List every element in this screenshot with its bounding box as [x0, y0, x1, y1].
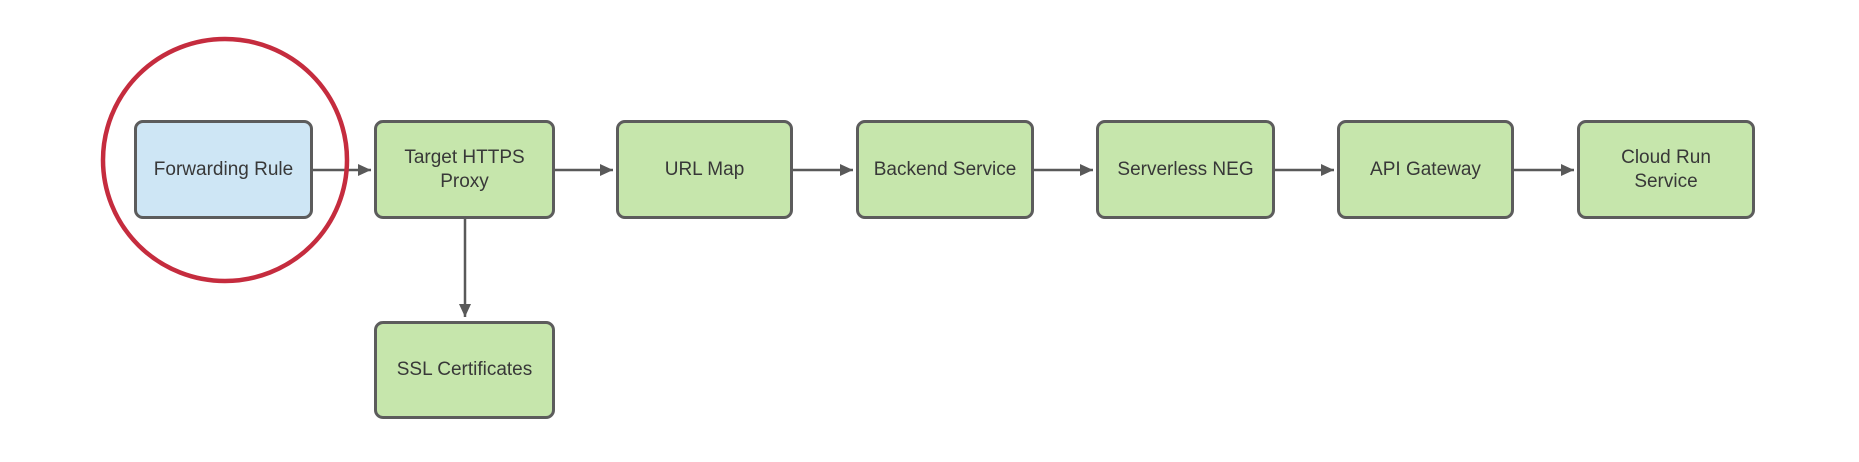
node-api-gateway-label: API Gateway	[1370, 158, 1481, 180]
node-cloud-run-service: Cloud Run Service	[1577, 120, 1755, 219]
node-cloud-run-service-label: Cloud Run Service	[1621, 146, 1711, 192]
node-serverless-neg: Serverless NEG	[1096, 120, 1275, 219]
node-target-https-proxy-label: Target HTTPS Proxy	[404, 146, 525, 192]
highlight-circle	[100, 36, 350, 284]
node-api-gateway: API Gateway	[1337, 120, 1514, 219]
node-ssl-certificates: SSL Certificates	[374, 321, 555, 419]
node-serverless-neg-label: Serverless NEG	[1117, 158, 1254, 180]
node-backend-service: Backend Service	[856, 120, 1034, 219]
node-url-map: URL Map	[616, 120, 793, 219]
node-backend-service-label: Backend Service	[873, 158, 1017, 180]
node-url-map-label: URL Map	[664, 158, 745, 180]
node-ssl-certificates-label: SSL Certificates	[396, 359, 533, 381]
node-forwarding-rule: Forwarding Rule	[134, 120, 313, 219]
node-target-https-proxy: Target HTTPS Proxy	[374, 120, 555, 219]
node-forwarding-rule-label: Forwarding Rule	[153, 158, 294, 180]
